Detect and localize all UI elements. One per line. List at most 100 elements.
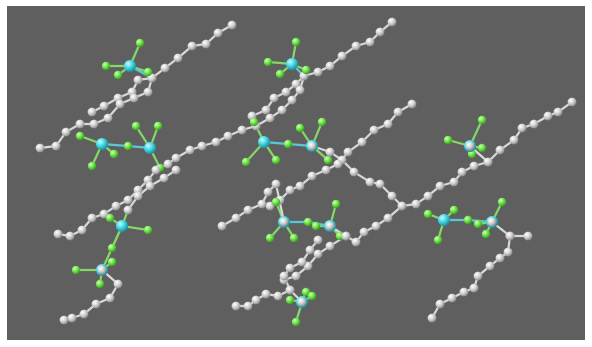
carbon-atom[interactable] bbox=[111, 201, 121, 211]
halogen-atom[interactable] bbox=[283, 139, 293, 149]
carbon-atom[interactable] bbox=[495, 145, 505, 155]
carbon-atom[interactable] bbox=[387, 17, 397, 27]
carbon-atom[interactable] bbox=[163, 159, 173, 169]
carbon-atom[interactable] bbox=[427, 313, 437, 323]
halogen-atom[interactable] bbox=[473, 219, 483, 229]
carbon-atom[interactable] bbox=[387, 191, 397, 201]
halogen-atom[interactable] bbox=[143, 67, 153, 77]
metal-atom[interactable] bbox=[258, 136, 270, 148]
carbon-atom[interactable] bbox=[87, 213, 97, 223]
carbon-atom[interactable] bbox=[397, 201, 407, 211]
carbon-atom[interactable] bbox=[271, 179, 281, 189]
halogen-atom[interactable] bbox=[105, 213, 115, 223]
halogen-atom[interactable] bbox=[303, 217, 313, 227]
halogen-atom[interactable] bbox=[135, 38, 145, 48]
carbon-atom[interactable] bbox=[105, 293, 115, 303]
carbon-atom[interactable] bbox=[567, 97, 577, 107]
carbon-atom[interactable] bbox=[217, 221, 227, 231]
halogen-atom[interactable] bbox=[301, 287, 311, 297]
carbon-atom[interactable] bbox=[291, 271, 301, 281]
carbon-atom[interactable] bbox=[295, 85, 305, 95]
carbon-atom[interactable] bbox=[285, 263, 295, 273]
carbon-atom[interactable] bbox=[91, 299, 101, 309]
carbon-atom[interactable] bbox=[459, 287, 469, 297]
carbon-atom[interactable] bbox=[147, 73, 157, 83]
carbon-atom[interactable] bbox=[197, 141, 207, 151]
halogen-atom[interactable] bbox=[289, 233, 299, 243]
carbon-atom[interactable] bbox=[279, 271, 289, 281]
carbon-atom[interactable] bbox=[553, 107, 563, 117]
carbon-atom[interactable] bbox=[325, 147, 335, 157]
carbon-atom[interactable] bbox=[321, 165, 331, 175]
metal-atom[interactable] bbox=[144, 142, 156, 154]
carbon-atom[interactable] bbox=[89, 119, 99, 129]
metal-atom[interactable] bbox=[286, 58, 298, 70]
carbon-atom[interactable] bbox=[123, 205, 133, 215]
carbon-atom[interactable] bbox=[365, 37, 375, 47]
carbon-atom[interactable] bbox=[151, 165, 161, 175]
carbon-atom[interactable] bbox=[485, 261, 495, 271]
carbon-atom[interactable] bbox=[435, 181, 445, 191]
carbon-atom[interactable] bbox=[277, 105, 287, 115]
carbon-atom[interactable] bbox=[509, 135, 519, 145]
halogen-atom[interactable] bbox=[291, 37, 301, 47]
carbon-atom[interactable] bbox=[351, 41, 361, 51]
carbon-atom[interactable] bbox=[35, 143, 45, 153]
carbon-atom[interactable] bbox=[305, 245, 315, 255]
halogen-atom[interactable] bbox=[95, 279, 105, 289]
halogen-atom[interactable] bbox=[423, 209, 433, 219]
carbon-atom[interactable] bbox=[465, 141, 475, 151]
carbon-atom[interactable] bbox=[59, 315, 69, 325]
carbon-atom[interactable] bbox=[143, 87, 153, 97]
carbon-atom[interactable] bbox=[257, 199, 267, 209]
carbon-atom[interactable] bbox=[307, 171, 317, 181]
carbon-atom[interactable] bbox=[243, 301, 253, 311]
halogen-atom[interactable] bbox=[449, 205, 459, 215]
halogen-atom[interactable] bbox=[271, 155, 281, 165]
carbon-atom[interactable] bbox=[337, 51, 347, 61]
carbon-atom[interactable] bbox=[505, 231, 515, 241]
carbon-atom[interactable] bbox=[333, 159, 343, 169]
carbon-atom[interactable] bbox=[231, 301, 241, 311]
halogen-atom[interactable] bbox=[275, 69, 285, 79]
carbon-atom[interactable] bbox=[449, 177, 459, 187]
halogen-atom[interactable] bbox=[285, 295, 295, 305]
carbon-atom[interactable] bbox=[160, 63, 170, 73]
carbon-atom[interactable] bbox=[115, 99, 125, 109]
carbon-atom[interactable] bbox=[273, 291, 283, 301]
halogen-atom[interactable] bbox=[87, 161, 97, 171]
carbon-atom[interactable] bbox=[129, 93, 139, 103]
carbon-atom[interactable] bbox=[365, 177, 375, 187]
carbon-atom[interactable] bbox=[285, 285, 295, 295]
carbon-atom[interactable] bbox=[503, 247, 513, 257]
carbon-atom[interactable] bbox=[77, 225, 87, 235]
carbon-atom[interactable] bbox=[187, 41, 197, 51]
carbon-atom[interactable] bbox=[359, 227, 369, 237]
halogen-atom[interactable] bbox=[497, 197, 507, 207]
carbon-atom[interactable] bbox=[313, 235, 323, 245]
carbon-atom[interactable] bbox=[297, 257, 307, 267]
halogen-atom[interactable] bbox=[311, 221, 321, 231]
carbon-atom[interactable] bbox=[369, 125, 379, 135]
carbon-atom[interactable] bbox=[341, 231, 351, 241]
carbon-atom[interactable] bbox=[285, 185, 295, 195]
halogen-atom[interactable] bbox=[249, 117, 259, 127]
carbon-atom[interactable] bbox=[495, 253, 505, 263]
metal-atom[interactable] bbox=[124, 60, 136, 72]
carbon-atom[interactable] bbox=[133, 191, 143, 201]
carbon-atom[interactable] bbox=[227, 20, 237, 30]
carbon-atom[interactable] bbox=[407, 99, 417, 109]
carbon-atom[interactable] bbox=[325, 241, 335, 251]
carbon-atom[interactable] bbox=[65, 231, 75, 241]
halogen-atom[interactable] bbox=[107, 257, 117, 267]
carbon-atom[interactable] bbox=[297, 297, 307, 307]
halogen-atom[interactable] bbox=[291, 317, 301, 327]
halogen-atom[interactable] bbox=[463, 215, 473, 225]
metal-atom[interactable] bbox=[438, 214, 450, 226]
carbon-atom[interactable] bbox=[211, 137, 221, 147]
carbon-atom[interactable] bbox=[67, 313, 77, 323]
carbon-atom[interactable] bbox=[523, 231, 533, 241]
carbon-atom[interactable] bbox=[261, 289, 271, 299]
carbon-atom[interactable] bbox=[279, 217, 289, 227]
